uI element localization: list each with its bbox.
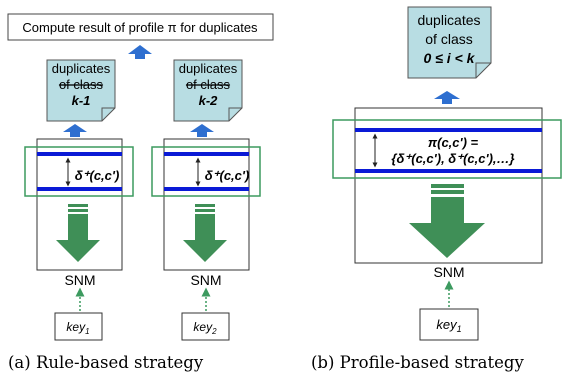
window-frame-profile — [332, 119, 562, 179]
up-arrow-note1 — [63, 124, 87, 137]
up-arrow-profile — [434, 91, 460, 104]
window-frame-2 — [151, 146, 261, 197]
note-line: k-2 — [199, 93, 219, 108]
key-box-profile: key1 — [419, 308, 479, 341]
compute-result-label: Compute result of profile π for duplicat… — [22, 20, 258, 35]
profile-based-panel: duplicates of class 0 ≤ i < k π(c,c') = … — [311, 6, 562, 372]
note-line: of class — [186, 77, 231, 92]
profile-formula-line1: π(c,c') = — [428, 135, 479, 150]
note-line: 0 ≤ i < k — [424, 50, 476, 66]
delta-label: δ⁺(c,c') — [75, 168, 120, 183]
key-box-1: key1 — [54, 312, 103, 341]
caption-rule-based: (a) Rule-based strategy — [8, 353, 204, 372]
snm-window-profile: π(c,c') = {δ⁺(c,c'), δ⁺(c,c'),…} — [354, 107, 543, 264]
profile-formula-line2: {δ⁺(c,c'), δ⁺(c,c'),…} — [391, 151, 514, 166]
duplicates-note-range: duplicates of class 0 ≤ i < k — [407, 6, 492, 79]
duplicates-note-k1: duplicates of class k-1 — [46, 59, 116, 122]
green-down-arrow — [183, 204, 227, 262]
up-arrow-note2 — [190, 124, 214, 137]
rule-based-panel: Compute result of profile π for duplicat… — [7, 13, 274, 372]
key-subscript: 1 — [85, 327, 89, 336]
snm-label: SNM — [190, 272, 221, 288]
note-line: duplicates — [179, 61, 238, 76]
duplicates-note-k2: duplicates of class k-2 — [173, 59, 243, 122]
note-line: duplicates — [52, 61, 111, 76]
snm-label: SNM — [64, 272, 95, 288]
up-arrow-to-result — [128, 45, 152, 59]
svg-text:key1: key1 — [66, 320, 89, 336]
note-line: k-1 — [72, 93, 91, 108]
key-box-2: key2 — [181, 312, 230, 341]
snm-window-2: δ⁺(c,c') — [163, 138, 250, 271]
key-base: key — [66, 320, 86, 334]
svg-text:key2: key2 — [193, 320, 217, 336]
green-down-arrow — [56, 204, 100, 262]
window-frame-1 — [24, 146, 134, 197]
key-base: key — [436, 317, 458, 332]
snm-window-1: δ⁺(c,c') — [36, 138, 123, 271]
note-line: duplicates — [417, 12, 480, 28]
delta-label: δ⁺(c,c') — [205, 168, 250, 183]
key-subscript: 1 — [457, 324, 462, 334]
note-line: of class — [59, 77, 104, 92]
green-down-arrow — [409, 184, 485, 258]
compute-result-box: Compute result of profile π for duplicat… — [7, 13, 274, 41]
caption-profile-based: (b) Profile-based strategy — [311, 353, 524, 372]
note-line: of class — [425, 31, 472, 47]
key-subscript: 2 — [211, 327, 217, 336]
key-base: key — [193, 320, 213, 334]
snm-label: SNM — [433, 264, 464, 280]
svg-text:key1: key1 — [436, 317, 461, 334]
